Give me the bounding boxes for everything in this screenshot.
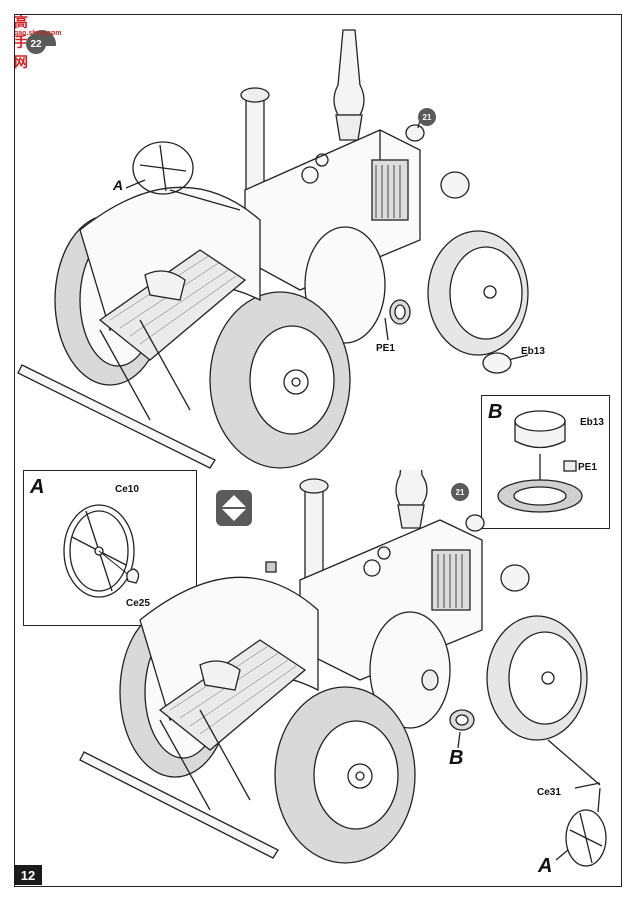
top-tractor-illustration: [17, 29, 529, 469]
watermark-url: gao.shou.com: [14, 30, 61, 37]
page-number: 12: [14, 865, 42, 885]
top-callout-ring: PE1: [376, 343, 395, 354]
inset-b-parts-illustration: [497, 410, 583, 513]
inset-b-part-ring: PE1: [578, 462, 597, 473]
inset-b-letter: B: [488, 401, 503, 423]
inset-a-letter: A: [30, 476, 45, 498]
inset-a-part-hub: Ce25: [126, 598, 150, 609]
watermark-title: 高手网: [14, 15, 29, 71]
bottom-part-badge: 21: [451, 483, 469, 501]
bottom-callout-shaft: Ce31: [537, 787, 561, 798]
inset-b-part-cap: Eb13: [580, 417, 604, 428]
bottom-callout-ring: B: [449, 747, 464, 769]
page-frame: [14, 14, 622, 887]
bottom-tractor-illustration: [79, 470, 607, 867]
inset-a-steering-wheel-illustration: [63, 504, 140, 598]
top-callout-steering: A: [113, 177, 124, 193]
step-number-badge: 22: [26, 34, 46, 54]
bottom-callout-steering: A: [538, 855, 553, 877]
inset-a-part-wheel: Ce10: [115, 484, 139, 495]
top-part-badge: 21: [418, 108, 436, 126]
inset-b-panel: B Eb13 PE1: [481, 395, 610, 529]
top-callout-hubcap: Eb13: [521, 346, 545, 357]
flip-direction-icon: [216, 490, 252, 526]
